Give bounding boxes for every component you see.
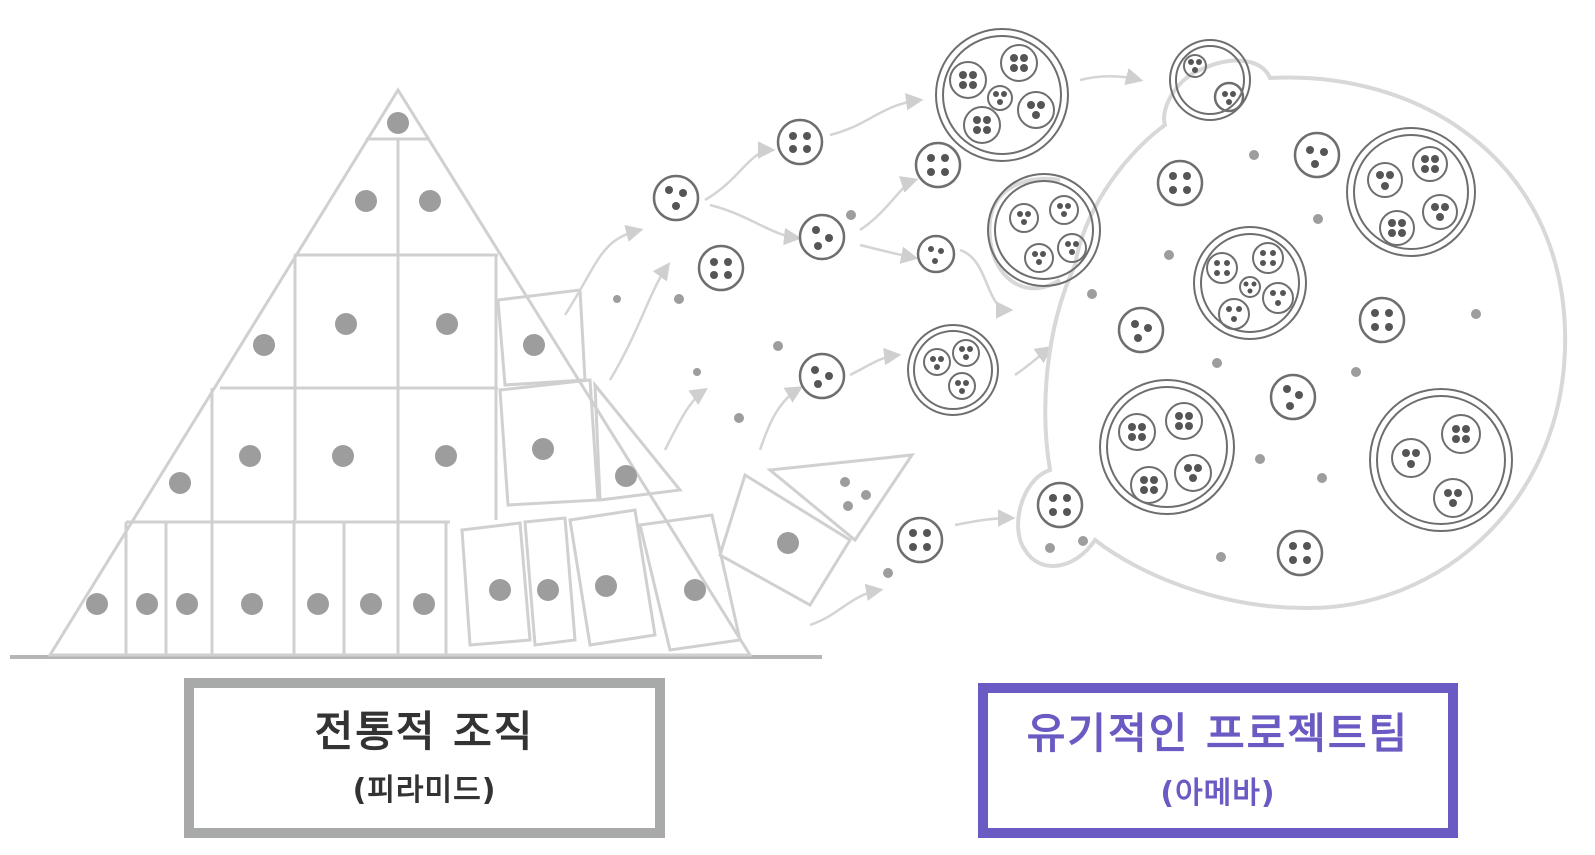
- colony-top-left: [935, 28, 1069, 162]
- amoeba-floating-dots: [1045, 150, 1481, 562]
- organic-title: 유기적인 프로젝트팀: [1026, 709, 1410, 759]
- small-cell-dots: [665, 91, 1393, 564]
- colony-cells: [907, 28, 1513, 532]
- colony-sub-cell-dots: [930, 54, 1470, 507]
- small-cells: [652, 81, 1406, 577]
- traditional-organization-label: 전통적 조직 (피라미드): [184, 678, 665, 838]
- colony-top-far-right: [1346, 127, 1476, 257]
- colony-small-left: [907, 324, 999, 416]
- traditional-subtitle: (피라미드): [352, 773, 497, 809]
- traditional-title: 전통적 조직: [314, 706, 535, 756]
- colony-top-right: [1169, 39, 1251, 121]
- organic-subtitle: (아메바): [1160, 775, 1276, 811]
- organic-team-label: 유기적인 프로젝트팀 (아메바): [978, 683, 1458, 838]
- flow-arrows: [563, 68, 1144, 627]
- colony-center: [1193, 226, 1307, 340]
- pyramid: [47, 87, 916, 657]
- pyramid-member-dots: [86, 112, 893, 615]
- colony-bottom-right: [1369, 388, 1513, 532]
- amoeba-outline: [987, 58, 1568, 611]
- colony-bottom-left: [1099, 379, 1235, 515]
- colony-mid-left: [987, 173, 1101, 287]
